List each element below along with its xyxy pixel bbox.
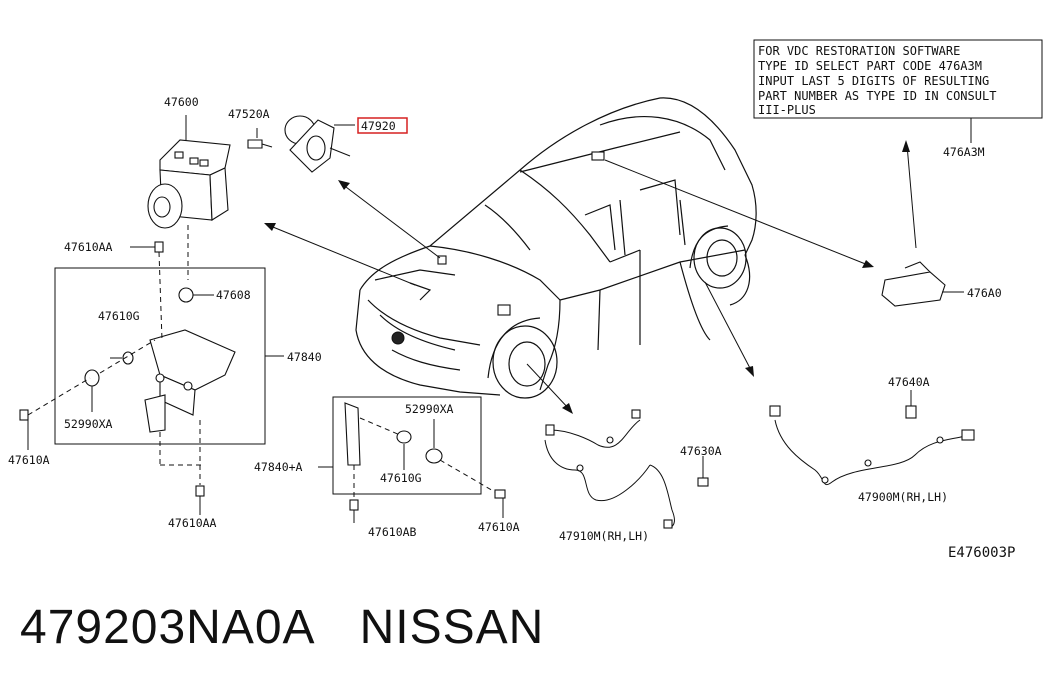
brand-name: NISSAN [359,601,545,654]
note-line-4: PART NUMBER AS TYPE ID IN CONSULT [758,89,996,103]
label-47610a-right: 47610A [478,520,520,534]
front-wheel-sensor-47910m [544,409,709,529]
abs-actuator-47600 [147,115,231,280]
vdc-note-box: FOR VDC RESTORATION SOFTWARE TYPE ID SEL… [753,39,1043,143]
label-47610aa-top: 47610AA [64,240,113,254]
highlight-box-47920 [357,117,408,134]
note-line-1: FOR VDC RESTORATION SOFTWARE [758,44,960,58]
bracket-assembly-47840a [318,396,506,523]
part-number: 479203NA0A [20,601,316,654]
note-line-5: III-PLUS [758,103,816,117]
label-476a0: 476A0 [967,286,1002,300]
label-47520a: 47520A [228,107,270,121]
control-unit-476a0 [881,261,964,307]
label-47840: 47840 [287,350,322,364]
label-47640a: 47640A [888,375,930,389]
label-47630a: 47630A [680,444,722,458]
label-47608: 47608 [216,288,251,302]
footer-title: 479203NA0A NISSAN [20,600,544,655]
note-line-3: INPUT LAST 5 DIGITS OF RESULTING [758,74,989,88]
callout-arrows [264,140,917,414]
label-47910m: 47910M(RH,LH) [559,529,649,543]
label-47610g-right: 47610G [380,471,422,485]
label-47600: 47600 [164,95,199,109]
rear-wheel-sensor-47900m [769,390,975,486]
label-476a3m: 476A3M [943,145,985,159]
label-47920: 47920 [361,119,396,133]
bracket-assembly-47840 [19,241,284,515]
note-line-2: TYPE ID SELECT PART CODE 476A3M [758,59,982,73]
label-47840a: 47840+A [254,460,303,474]
label-52990xa-right: 52990XA [405,402,454,416]
label-47610ab: 47610AB [368,525,417,539]
label-47900m: 47900M(RH,LH) [858,490,948,504]
figure-code: E476003P [948,545,1015,561]
vehicle-illustration [355,97,757,399]
label-47610a-left: 47610A [8,453,50,467]
yaw-sensor-47920 [247,115,355,173]
part-labels: 47600 47520A 47920 47610AA 47608 47610G … [8,95,1015,561]
label-47610aa-bottom: 47610AA [168,516,217,530]
label-52990xa: 52990XA [64,417,113,431]
label-47610g: 47610G [98,309,140,323]
